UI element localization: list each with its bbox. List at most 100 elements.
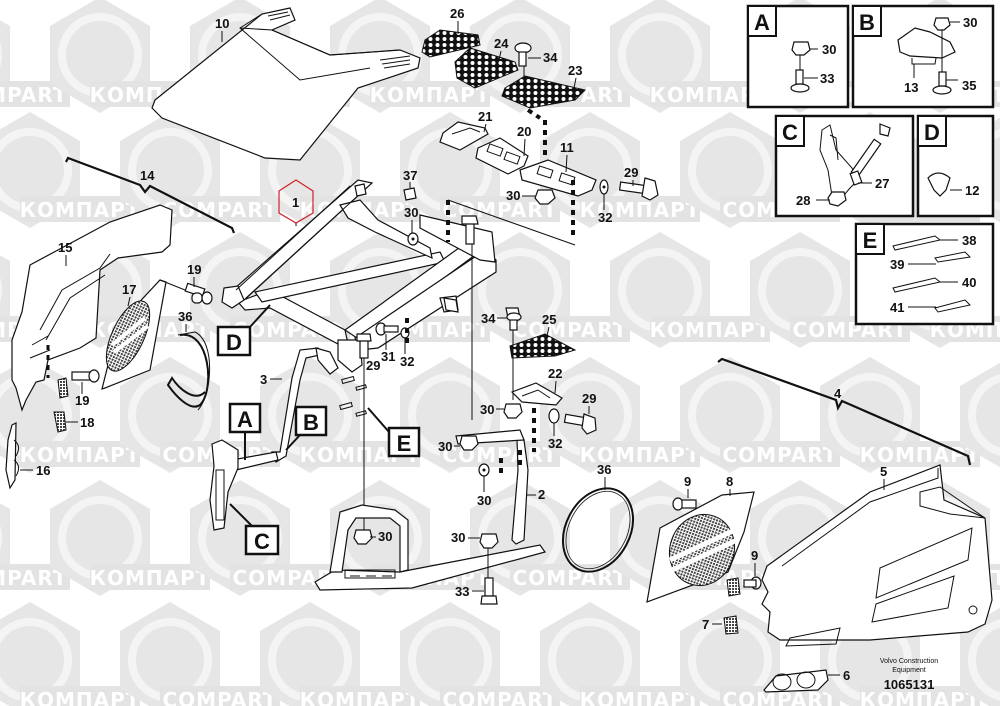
part-side-panel-5[interactable]: [761, 464, 993, 647]
part-screw-34-lower[interactable]: [506, 312, 522, 331]
part-nut-30-lower[interactable]: [353, 529, 373, 545]
part-bracket-21[interactable]: [439, 121, 489, 151]
callout-20[interactable]: 20: [517, 124, 531, 157]
callout-34-top[interactable]: 34: [528, 50, 558, 65]
part-reflector-7[interactable]: [723, 615, 739, 635]
part-anti-slip-25[interactable]: [509, 333, 577, 359]
part-buffer-37[interactable]: [403, 187, 417, 201]
part-frame-1[interactable]: [221, 179, 497, 373]
callout-5[interactable]: 5: [880, 464, 887, 490]
callout-30-arm[interactable]: 30: [438, 439, 460, 454]
callout-14[interactable]: 14: [140, 168, 155, 183]
callout-29-frame[interactable]: 29: [366, 358, 380, 373]
part-bolt-frame[interactable]: [461, 215, 479, 245]
view-marker-D[interactable]: D: [216, 304, 271, 357]
callout-1[interactable]: 1: [292, 195, 299, 226]
callout-19-bottom[interactable]: 19: [75, 382, 89, 408]
part-grille-17[interactable]: [97, 279, 186, 390]
callout-16[interactable]: 16: [20, 463, 50, 478]
view-marker-A[interactable]: A: [228, 402, 262, 460]
callout-36-left[interactable]: 36: [178, 309, 192, 332]
callout-31[interactable]: 31: [381, 334, 395, 364]
part-nut-30-22[interactable]: [503, 403, 523, 419]
callout-2[interactable]: 2: [526, 487, 545, 502]
callout-24[interactable]: 24: [494, 36, 509, 61]
callout-30-washer[interactable]: 30: [477, 476, 491, 508]
part-seal-ring-36-center[interactable]: [549, 476, 647, 584]
callout-22[interactable]: 22: [548, 366, 562, 394]
callout-30-22[interactable]: 30: [480, 402, 504, 417]
part-nut-30-arm[interactable]: [459, 435, 479, 451]
part-mount-rubber[interactable]: [443, 297, 459, 313]
part-lamp-cover-16[interactable]: [5, 422, 20, 490]
part-nut-30-frame[interactable]: [407, 232, 419, 246]
part-lamp-cover-6[interactable]: [763, 669, 829, 693]
part-nut-30-bottom[interactable]: [479, 533, 499, 549]
part-bolt-33[interactable]: [480, 577, 498, 605]
detail-box-C[interactable]: C 27 28: [774, 114, 915, 218]
detail-box-A[interactable]: A 30 33: [746, 4, 850, 109]
part-grille-8[interactable]: [646, 491, 755, 603]
part-screw-9-top[interactable]: [672, 497, 697, 511]
part-bolt-29-top[interactable]: [618, 177, 659, 201]
view-marker-B[interactable]: B: [285, 405, 328, 451]
callout-32-frame[interactable]: 32: [400, 338, 414, 369]
callout-26[interactable]: 26: [450, 6, 464, 34]
view-marker-E[interactable]: E: [367, 407, 421, 458]
callout-4[interactable]: 4: [834, 386, 842, 401]
part-seal-ring-36-left[interactable]: [166, 331, 211, 411]
callout-30-top[interactable]: 30: [506, 188, 535, 203]
part-bracket-22[interactable]: [510, 382, 563, 406]
callout-30-lower[interactable]: 30: [370, 529, 392, 544]
callout-29-top[interactable]: 29: [624, 165, 638, 186]
part-anti-slip-23[interactable]: [501, 75, 586, 109]
detail-box-D[interactable]: D 12: [916, 114, 995, 218]
callout-9-lower[interactable]: 9: [751, 548, 758, 576]
part-reflector-9[interactable]: [726, 577, 741, 597]
callout-30-frame[interactable]: 30: [404, 205, 418, 233]
part-screw-9-lower[interactable]: [743, 576, 762, 590]
part-bolt-29-lower[interactable]: [563, 413, 597, 435]
callout-8[interactable]: 8: [726, 474, 733, 496]
part-reflector-18[interactable]: [53, 411, 67, 433]
callout-32-top[interactable]: 32: [598, 194, 612, 225]
part-support-arm-3[interactable]: [231, 347, 339, 471]
callout-17[interactable]: 17: [122, 282, 136, 307]
detail-box-B[interactable]: B 30 13 35: [851, 4, 995, 109]
callout-10[interactable]: 10: [215, 16, 229, 42]
part-reflector-top[interactable]: [57, 377, 69, 399]
callout-21[interactable]: 21: [478, 109, 492, 133]
detail-box-E[interactable]: E 38 39 40 41: [854, 222, 995, 326]
callout-33[interactable]: 33: [455, 584, 484, 599]
part-anti-slip-26[interactable]: [421, 29, 481, 58]
part-bolt-31[interactable]: [375, 322, 399, 336]
part-bracket-20[interactable]: [475, 137, 529, 175]
callout-7[interactable]: 7: [702, 617, 722, 632]
callout-36-center[interactable]: 36: [597, 462, 611, 490]
callout-29-lower[interactable]: 29: [582, 391, 596, 414]
callout-19-top[interactable]: 19: [187, 262, 201, 287]
view-marker-C[interactable]: C: [229, 503, 280, 556]
callout-15[interactable]: 15: [58, 240, 72, 266]
part-anti-slip-24[interactable]: [454, 47, 519, 89]
part-shims[interactable]: [339, 375, 367, 417]
part-engine-hood[interactable]: [151, 7, 421, 161]
callout-9-top[interactable]: 9: [684, 474, 691, 498]
callout-3[interactable]: 3: [260, 372, 282, 387]
part-buffer-top[interactable]: [354, 183, 367, 197]
callout-6[interactable]: 6: [828, 668, 850, 683]
callout-37[interactable]: 37: [403, 168, 417, 188]
part-buffer-left[interactable]: [191, 292, 203, 304]
part-nut-30-top[interactable]: [534, 189, 556, 205]
callout-30-bottom[interactable]: 30: [451, 530, 480, 545]
part-washer-32-top[interactable]: [599, 179, 609, 195]
callout-11[interactable]: 11: [560, 140, 574, 173]
part-washer-30-arm[interactable]: [478, 463, 490, 477]
part-screw-34[interactable]: [514, 42, 532, 80]
callout-25[interactable]: 25: [542, 312, 556, 337]
callout-23[interactable]: 23: [568, 63, 582, 89]
part-bracket-A-C[interactable]: [209, 439, 239, 531]
callout-18[interactable]: 18: [66, 415, 94, 430]
part-washer-32-lower[interactable]: [548, 408, 560, 424]
callout-34-lower[interactable]: 34: [481, 311, 507, 326]
